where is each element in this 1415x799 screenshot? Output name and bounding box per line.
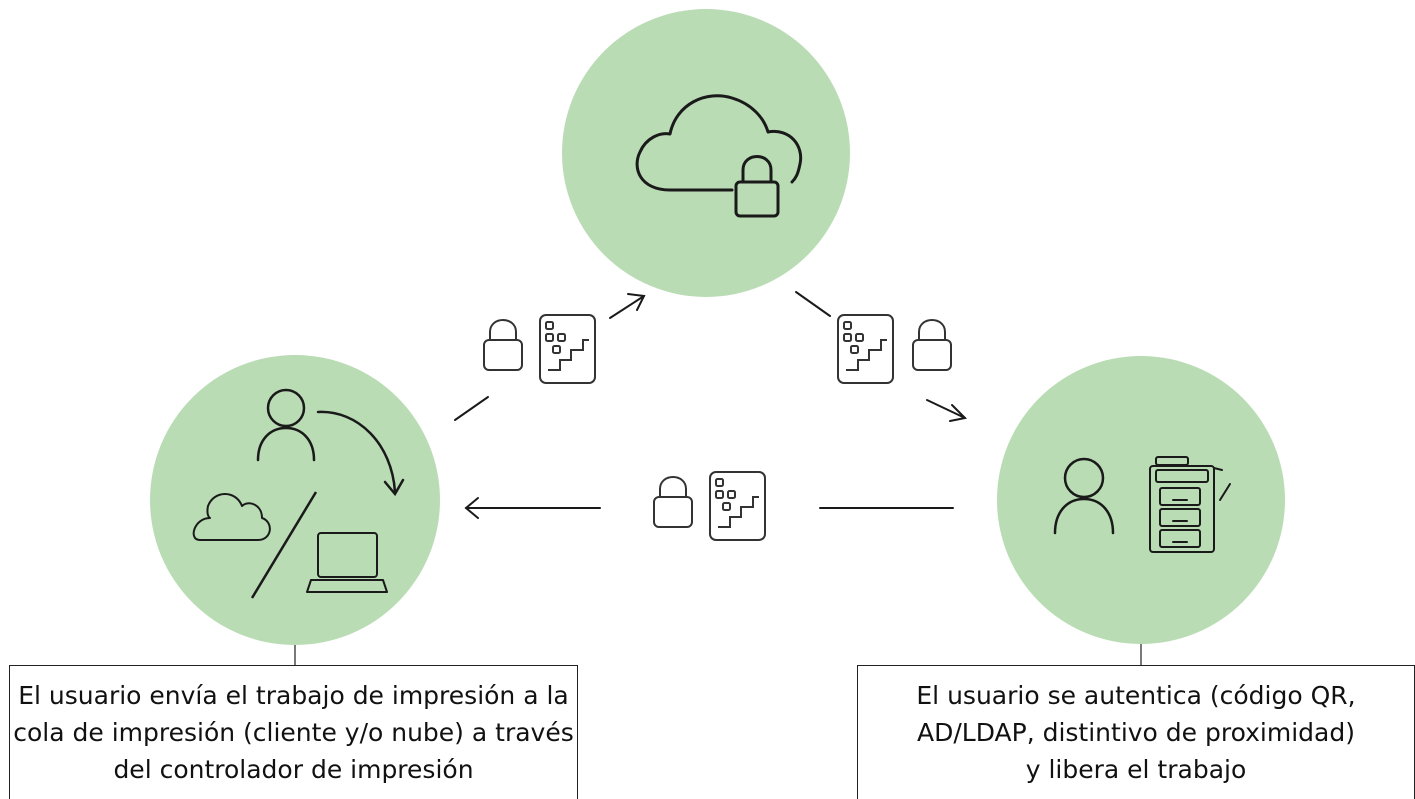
printer-user-circle bbox=[997, 356, 1285, 644]
curved-arrow-icon bbox=[316, 410, 405, 497]
caption-line: cola de impresión (cliente y/o nube) a t… bbox=[13, 718, 574, 747]
user-icon bbox=[1053, 457, 1115, 535]
cloud-icon bbox=[192, 493, 271, 541]
encrypted-document-icon-bottom bbox=[653, 471, 766, 541]
laptop-icon bbox=[306, 532, 388, 593]
encrypted-document-icon-top-right bbox=[837, 314, 952, 384]
arrow-sender-to-cloud-head bbox=[609, 293, 646, 319]
sender-caption-box: El usuario envía el trabajo de impresión… bbox=[9, 665, 578, 799]
sender-circle bbox=[150, 355, 440, 645]
multifunction-printer-icon bbox=[1149, 456, 1231, 553]
arrow-cloud-to-printer-head bbox=[926, 399, 968, 422]
caption-line: del controlador de impresión bbox=[113, 755, 474, 784]
caption-line: AD/LDAP, distintivo de proximidad) bbox=[917, 718, 1355, 747]
arrow-printer-to-sender-head bbox=[464, 497, 601, 519]
caption-line: El usuario se autentica (código QR, bbox=[916, 681, 1356, 710]
divider-slash bbox=[250, 491, 318, 599]
padlock-icon bbox=[483, 319, 523, 371]
arrow-cloud-to-printer-tail bbox=[795, 291, 831, 317]
caption-line: El usuario envía el trabajo de impresión… bbox=[18, 681, 569, 710]
caption-line: y libera el trabajo bbox=[1025, 755, 1247, 784]
document-icon bbox=[539, 314, 596, 384]
cloud-icon bbox=[635, 94, 803, 192]
document-icon bbox=[709, 471, 766, 541]
arrow-sender-to-cloud-tail bbox=[454, 396, 489, 421]
encrypted-document-icon-top-left bbox=[483, 314, 596, 384]
printer-user-caption-box: El usuario se autentica (código QR, AD/L… bbox=[857, 665, 1415, 799]
padlock-icon bbox=[734, 155, 780, 218]
document-icon bbox=[837, 314, 894, 384]
flow-arrows bbox=[454, 291, 968, 519]
padlock-icon bbox=[912, 319, 952, 371]
cloud-server-circle bbox=[562, 9, 850, 297]
user-icon bbox=[256, 388, 316, 462]
padlock-icon bbox=[653, 476, 693, 528]
